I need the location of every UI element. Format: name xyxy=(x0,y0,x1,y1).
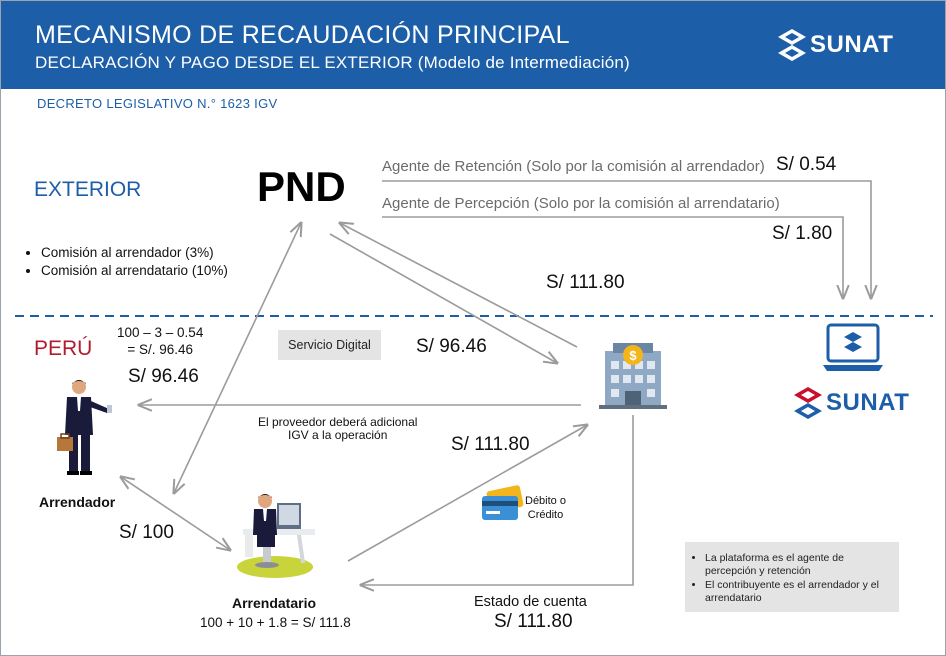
arrow-statement xyxy=(361,415,634,585)
note-item: El contribuyente es el arrendador y el a… xyxy=(705,579,891,604)
commission-item: Comisión al arrendador (3%) xyxy=(41,244,228,262)
sunat-logo-bottom: SUNAT xyxy=(793,386,909,420)
arrendatario-label: Arrendatario xyxy=(232,595,317,611)
statement-amount: S/ 111.80 xyxy=(494,611,573,632)
retention-agent-label: Agente de Retención (Solo por la comisió… xyxy=(382,158,765,175)
arrow-platform-to-pnd xyxy=(340,223,578,348)
arrendador-label: Arrendador xyxy=(39,494,116,510)
arrow-retention-to-sunat xyxy=(382,180,871,298)
notes-box: La plataforma es el agente de percepción… xyxy=(685,542,899,612)
sunat-logo-text: SUNAT xyxy=(826,389,910,416)
arrendatario-formula: 100 + 10 + 1.8 = S/ 111.8 xyxy=(200,615,351,630)
amount-pnd-to-platform: S/ 96.46 xyxy=(416,336,487,357)
diagram-subtitle: DECLARACIÓN Y PAGO DESDE EL EXTERIOR (Mo… xyxy=(35,53,630,72)
note-item: La plataforma es el agente de percepción… xyxy=(705,552,891,577)
arrow-arrendatario-to-platform xyxy=(347,425,587,562)
sunat-logo-text: SUNAT xyxy=(810,31,894,58)
payment-method-label: Débito o Crédito xyxy=(525,494,566,522)
arrow-perception-to-sunat xyxy=(382,216,843,298)
statement-label: Estado de cuenta xyxy=(474,594,587,610)
amount-arrendatario-to-platform: S/ 111.80 xyxy=(451,434,530,455)
sunat-mark-icon xyxy=(778,29,806,61)
sunat-mark-icon xyxy=(794,387,822,419)
laptop-icon xyxy=(823,323,883,371)
payment-line: Crédito xyxy=(527,509,564,521)
pnd-label: PND xyxy=(257,163,346,210)
provider-note-line: IGV a la operación xyxy=(288,428,388,442)
platform-building-icon: $ xyxy=(599,343,667,409)
region-peru: PERÚ xyxy=(34,337,93,360)
region-exterior: EXTERIOR xyxy=(34,178,142,201)
decree-label: DECRETO LEGISLATIVO N.° 1623 IGV xyxy=(37,96,278,111)
amount-to-pnd: S/ 111.80 xyxy=(546,272,625,293)
retention-amount: S/ 0.54 xyxy=(776,154,837,175)
credit-card-icon xyxy=(482,485,524,520)
payment-line: Débito o xyxy=(525,495,566,507)
diagram-title: MECANISMO DE RECAUDACIÓN PRINCIPAL xyxy=(35,21,570,49)
svg-text:$: $ xyxy=(629,348,637,363)
perception-amount: S/ 1.80 xyxy=(772,223,833,244)
perception-agent-label: Agente de Percepción (Solo por la comisi… xyxy=(382,195,780,212)
sunat-logo-header: SUNAT xyxy=(777,28,893,62)
arrendador-person-icon xyxy=(57,380,112,475)
arrow-arrendador-arrendatario xyxy=(121,477,230,550)
header-banner xyxy=(1,1,945,89)
arrendatario-person-icon xyxy=(237,494,315,578)
arrow-arrendatario-to-pnd xyxy=(174,223,301,493)
arrow-pnd-to-platform xyxy=(329,233,557,363)
